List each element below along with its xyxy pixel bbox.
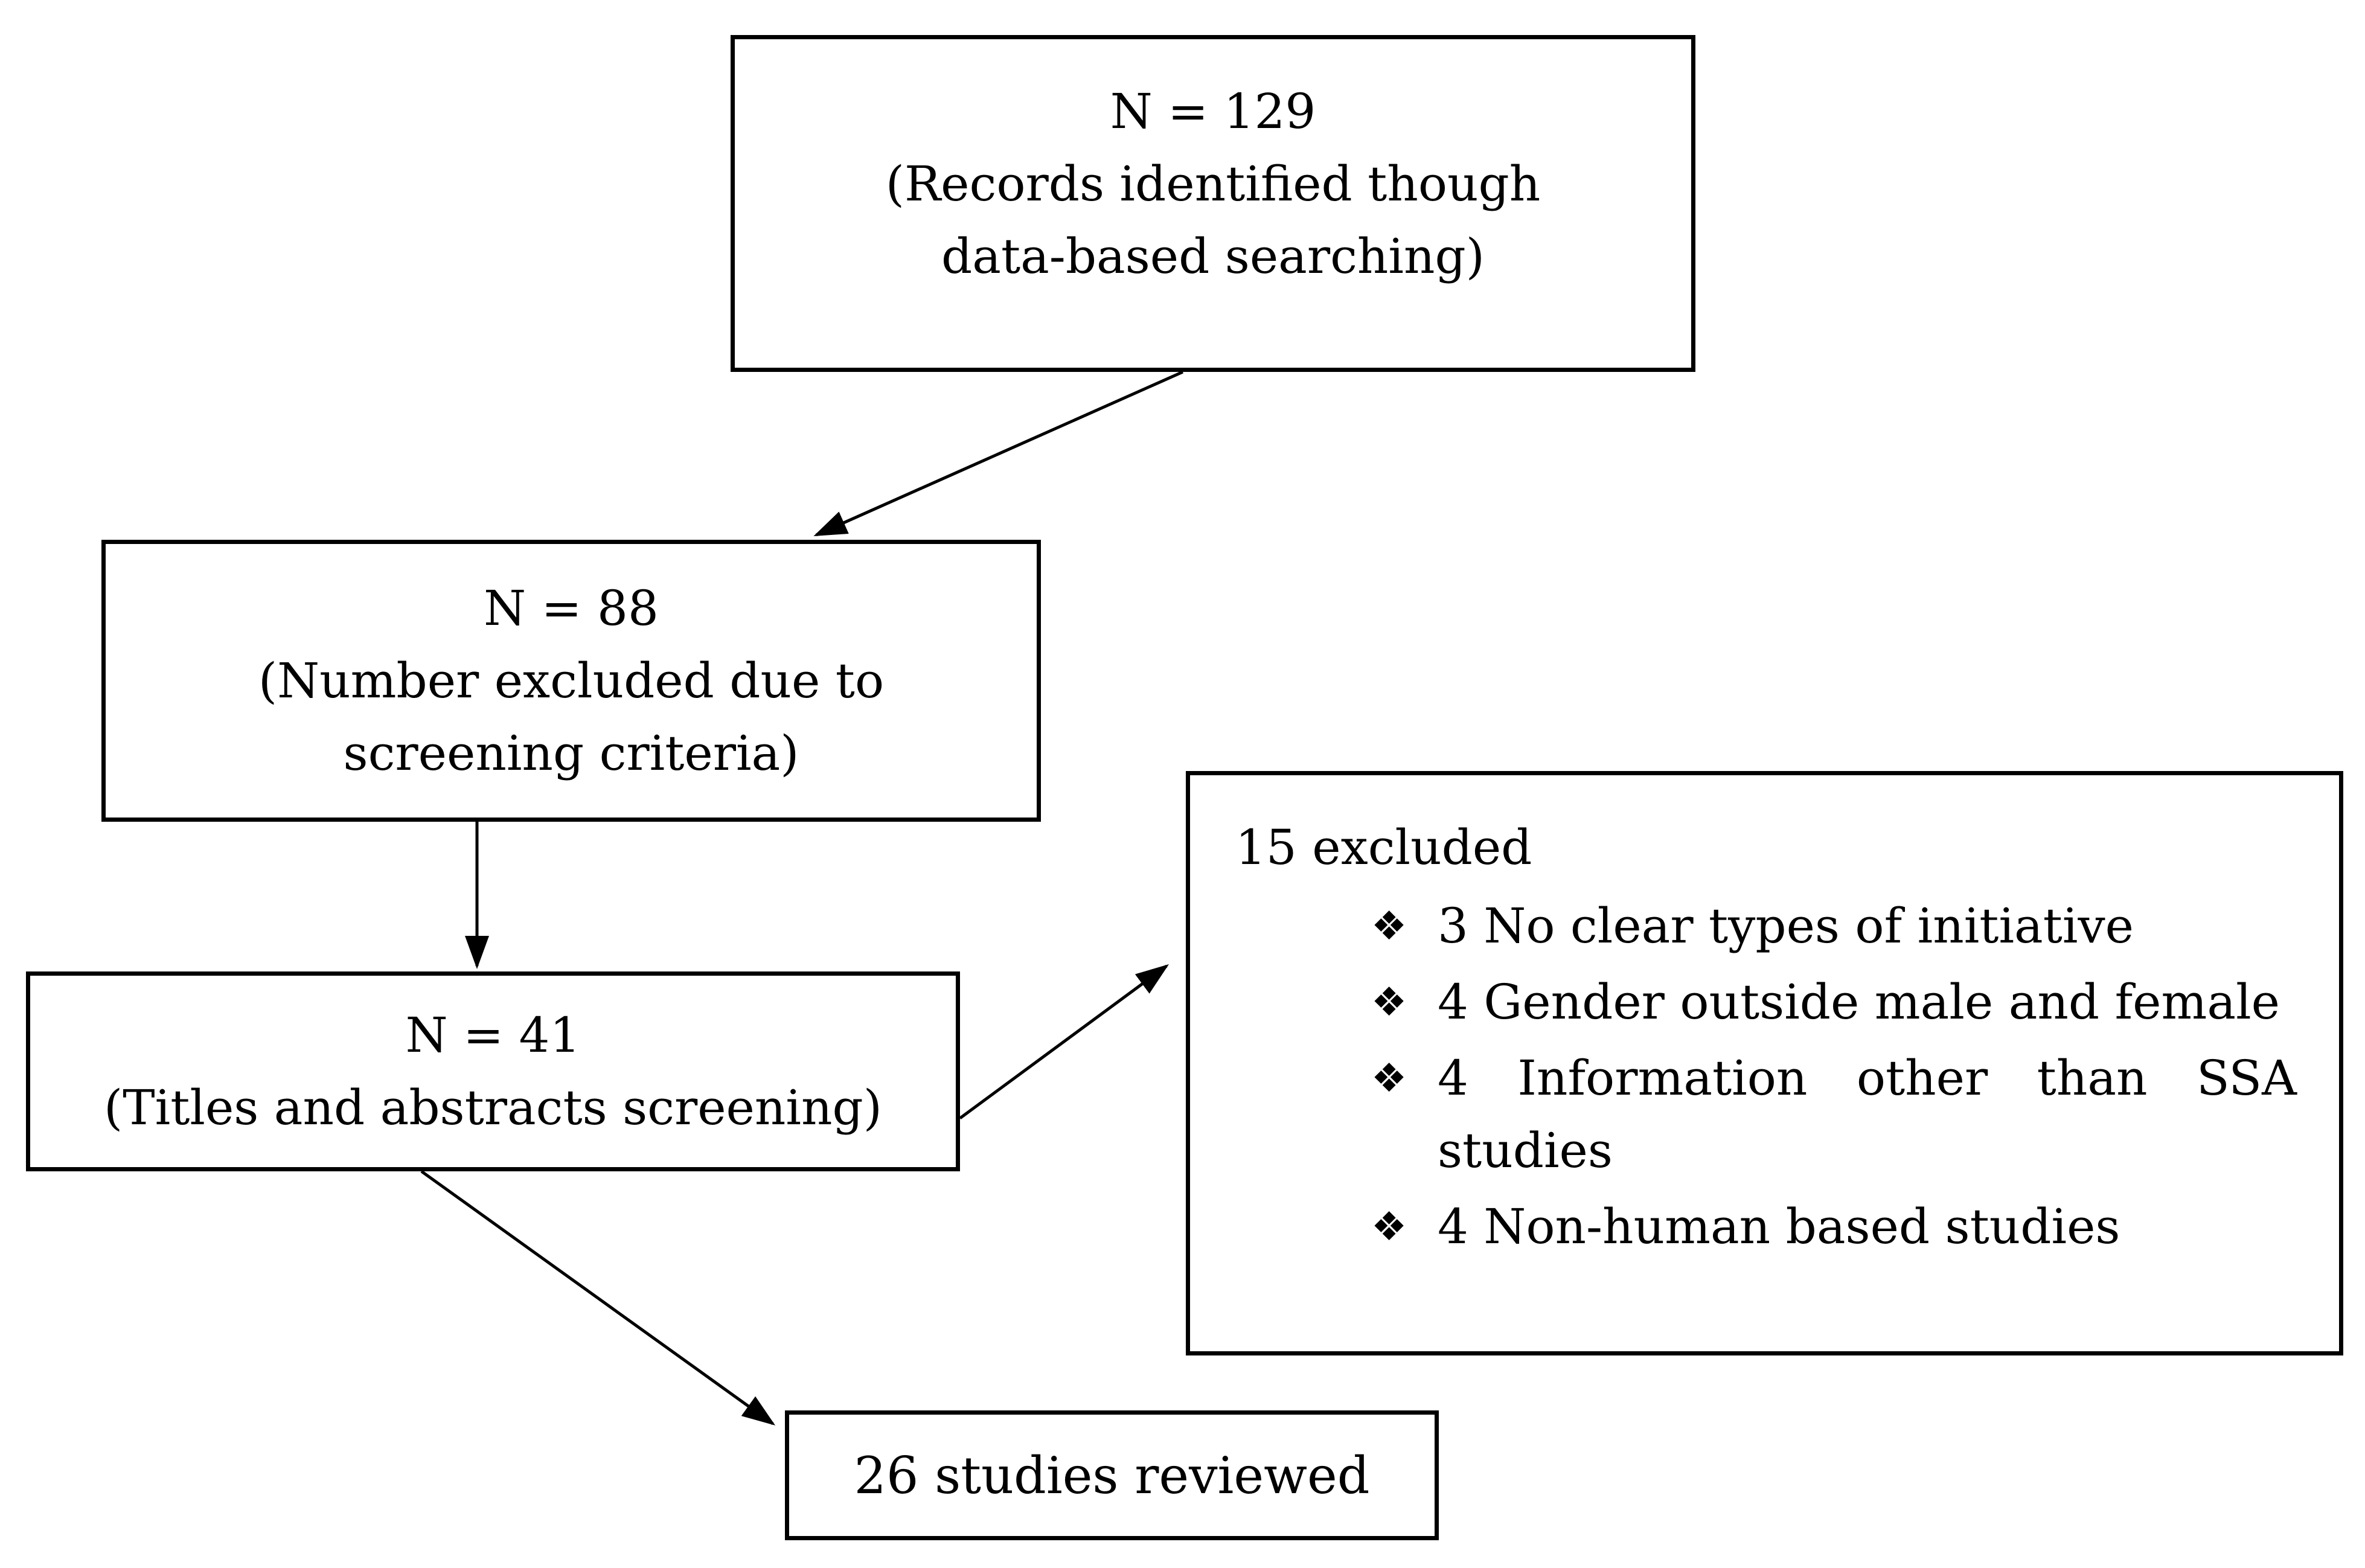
excluded-caption-line2: screening criteria) (343, 725, 799, 781)
word: other (1856, 1050, 1988, 1106)
box-exclusion-reasons: 15 excluded ❖ 3 No clear types of initia… (1186, 771, 2343, 1355)
records-count: N = 129 (1110, 83, 1316, 139)
exclusion-item: ❖ 4 Information other than SSA studies (1235, 1042, 2297, 1187)
screened-caption: (Titles and abstracts screening) (104, 1079, 882, 1136)
box-excluded-screening-criteria: N = 88 (Number excluded due to screening… (101, 540, 1041, 822)
exclusion-item-text: 3 No clear types of initiative (1438, 898, 2134, 954)
exclusions-header: 15 excluded (1235, 819, 1532, 875)
excluded-caption-line1: (Number excluded due to (258, 652, 885, 709)
box-titles-abstracts-screening: N = 41 (Titles and abstracts screening) (26, 971, 960, 1171)
diamond-bullet-icon: ❖ (1371, 1055, 1407, 1101)
diamond-bullet-icon: ❖ (1371, 979, 1407, 1025)
box-studies-reviewed: 26 studies reviewed (785, 1410, 1439, 1540)
word: than (2037, 1050, 2148, 1106)
records-caption-line1: (Records identified though (885, 156, 1541, 212)
arrow-screening-to-exclusions (959, 964, 1170, 1120)
diamond-bullet-icon: ❖ (1371, 1203, 1407, 1250)
justified-continuation: studies (1438, 1122, 1613, 1179)
exclusion-item-text: 4 Non-human based studies (1438, 1198, 2120, 1255)
exclusion-item: ❖ 4 Gender outside male and female (1235, 966, 2297, 1038)
exclusion-item-text-justified: 4 Information other than SSA studies (1438, 1042, 2297, 1187)
arrow-screening-to-reviewed (420, 1170, 776, 1426)
diamond-bullet-icon: ❖ (1371, 903, 1407, 949)
arrow-identification-to-excluded (813, 370, 1184, 537)
word: 4 (1438, 1050, 1468, 1106)
justified-line: 4 Information other than SSA (1438, 1042, 2297, 1115)
excluded-count: N = 88 (484, 580, 659, 636)
word: Information (1517, 1050, 1808, 1106)
records-caption-line2: data-based searching) (941, 228, 1485, 284)
exclusion-item-text: 4 Gender outside male and female (1438, 974, 2280, 1030)
reviewed-caption: 26 studies reviewed (854, 1445, 1370, 1505)
screened-count: N = 41 (405, 1006, 581, 1063)
exclusion-item: ❖ 4 Non-human based studies (1235, 1191, 2297, 1263)
box-records-identified: N = 129 (Records identified though data-… (731, 35, 1695, 372)
word: SSA (2196, 1050, 2297, 1106)
exclusion-item: ❖ 3 No clear types of initiative (1235, 890, 2297, 962)
